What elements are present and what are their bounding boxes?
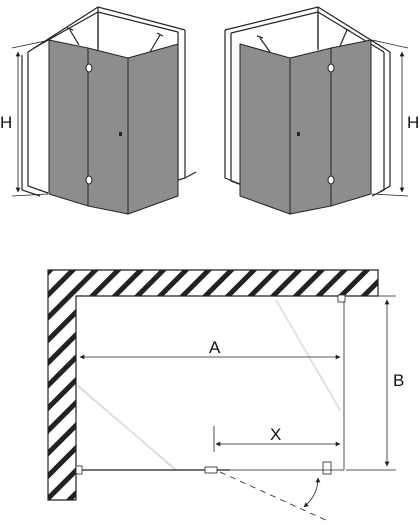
right-perspective-view: H: [224, 6, 419, 215]
right-height-label: H: [407, 113, 419, 132]
right-height-dimension: H: [371, 39, 419, 197]
plan-back-folding-panels: [77, 299, 341, 471]
left-perspective-view: H: [0, 6, 197, 215]
left-view-support-bars: [66, 27, 164, 53]
left-height-label: H: [0, 113, 12, 132]
left-view-front-fixed-panel: [48, 39, 89, 207]
right-view-support-bars: [256, 27, 351, 53]
left-view-handle: [119, 132, 122, 136]
plan-view: A X B: [47, 269, 404, 523]
left-view-wall-frame: [21, 6, 197, 197]
left-height-dimension: H: [0, 39, 51, 197]
left-view-side-panel: [127, 43, 179, 215]
width-dimension-a: A: [79, 338, 341, 360]
depth-dimension-b: B: [346, 295, 404, 471]
left-view-hinges: [85, 63, 93, 185]
door-offset-dimension-x: X: [213, 425, 341, 452]
right-view-side-panel: [239, 43, 291, 215]
right-view-hinges: [327, 63, 335, 185]
left-view-front-door-panel: [87, 47, 129, 215]
depth-label: B: [393, 371, 404, 390]
right-view-handle: [297, 132, 300, 136]
plan-front-line: [75, 461, 344, 475]
right-view-front-fixed-panel: [330, 39, 372, 207]
door-offset-label: X: [270, 425, 281, 444]
width-label: A: [209, 338, 221, 357]
right-view-front-door-panel: [289, 47, 332, 215]
plan-door-swing: [219, 471, 331, 523]
